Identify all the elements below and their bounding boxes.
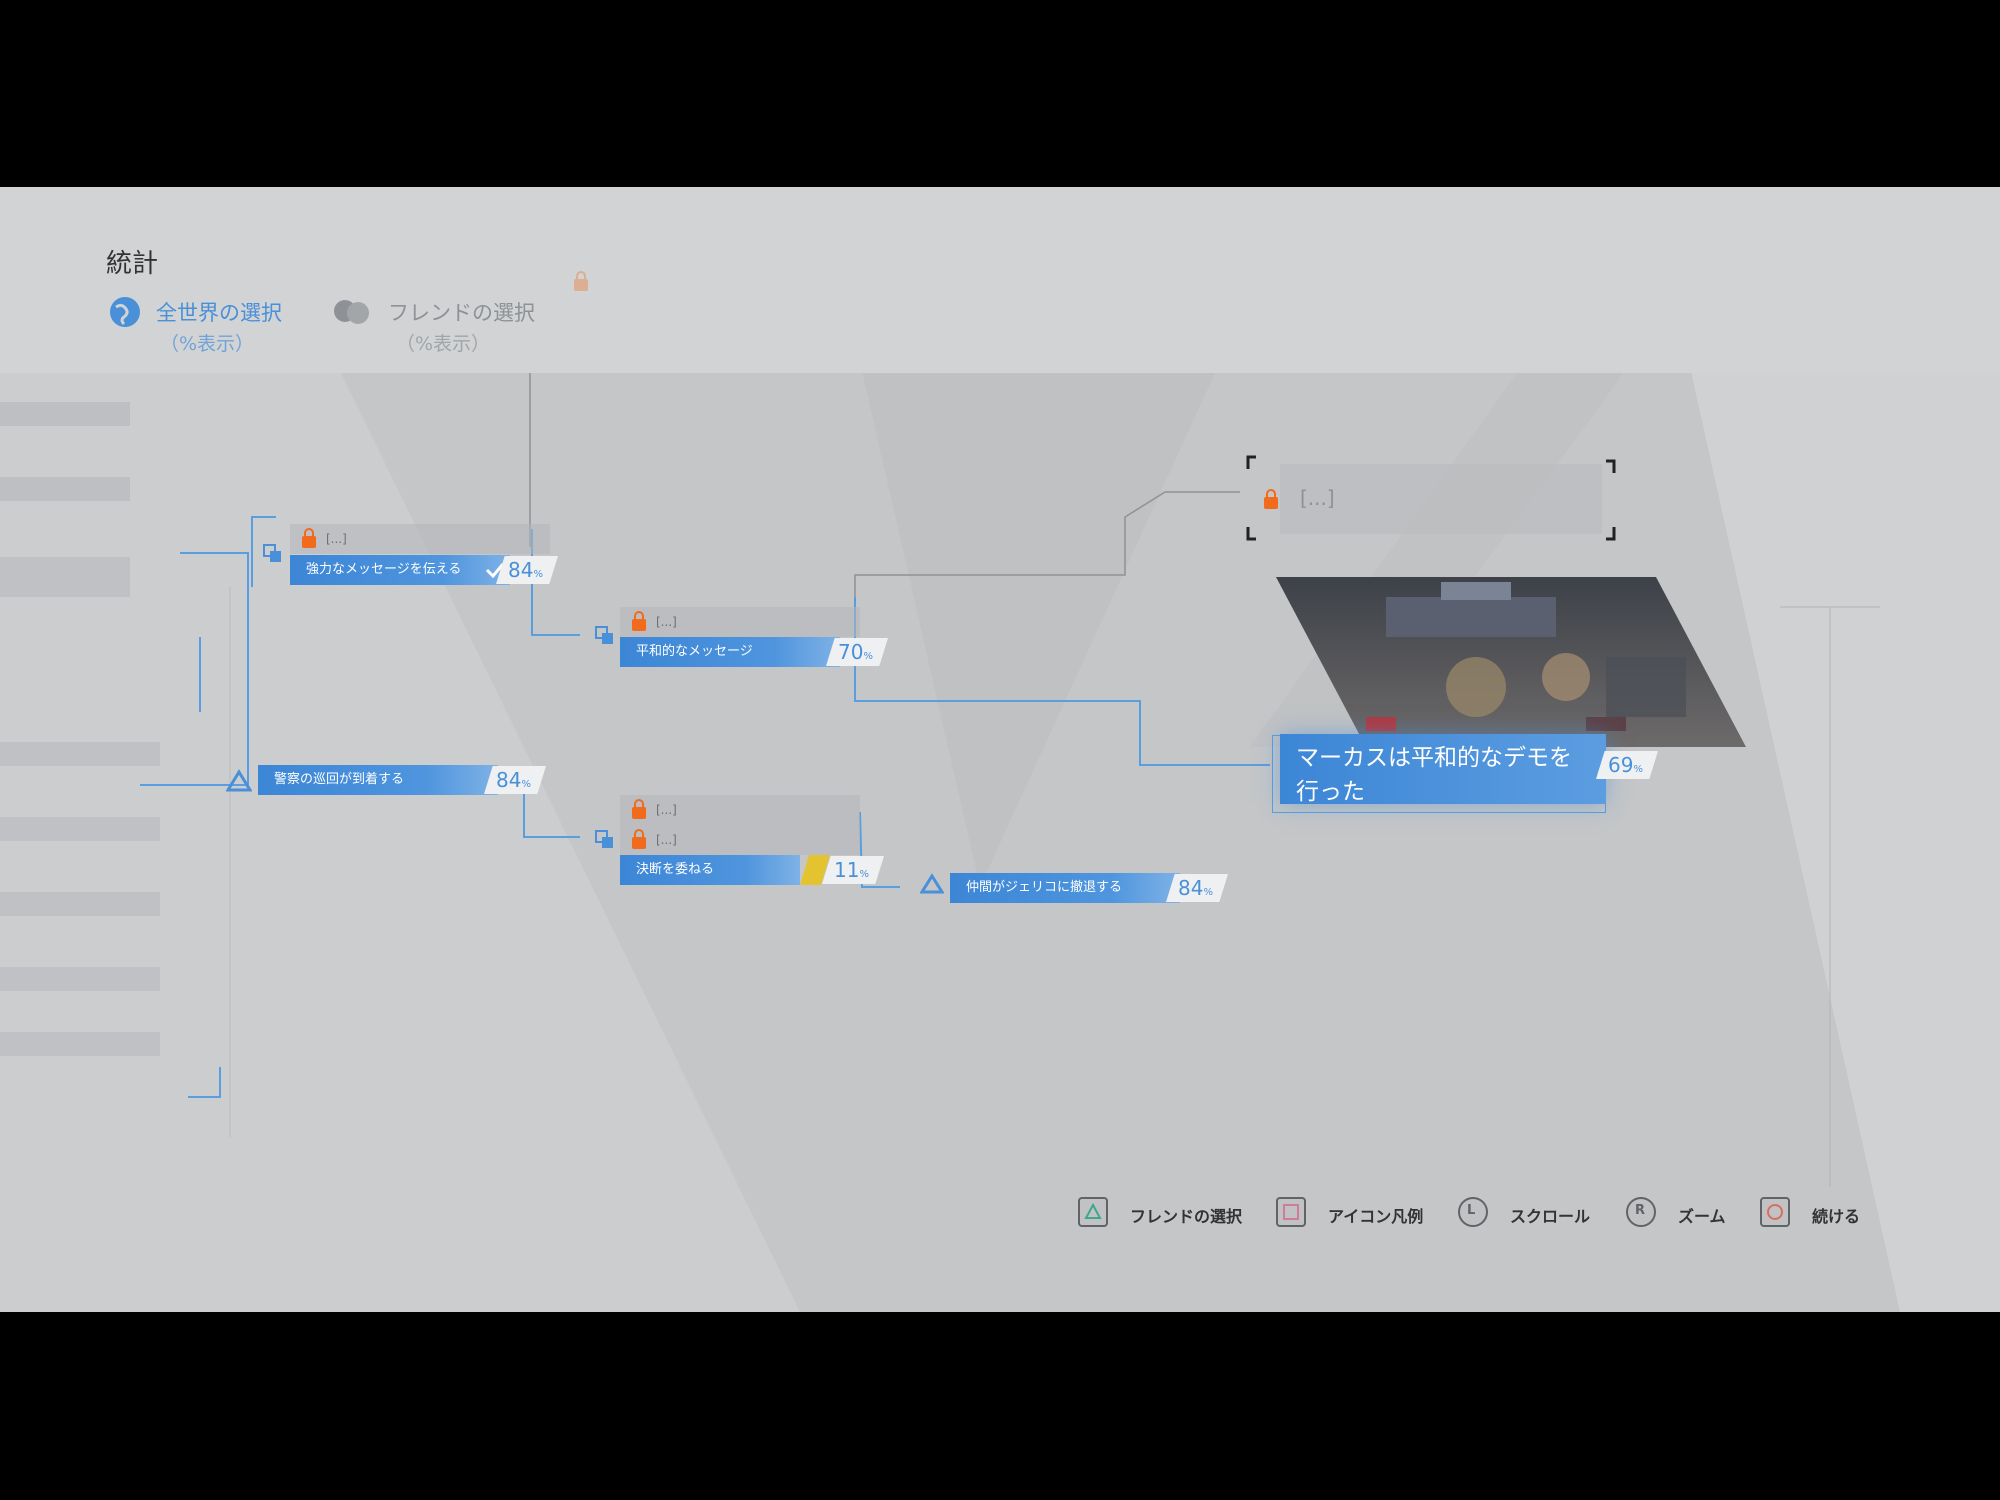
percent-entrust-decision: 11% xyxy=(822,856,884,884)
percent-strong-message: 84% xyxy=(496,556,558,584)
node-police-patrol-label: 警察の巡回が到着する xyxy=(274,772,405,787)
node-police-patrol[interactable]: 警察の巡回が到着する xyxy=(258,765,498,795)
page-title: 統計 xyxy=(106,249,159,279)
locked-node-row: [...] xyxy=(620,825,860,855)
node-marcus-demo-line1: マーカスは平和的なデモを xyxy=(1296,745,1572,771)
tab-world-choices[interactable]: 全世界の選択 （%表示） xyxy=(108,295,282,355)
node-jericho-escape-label: 仲間がジェリコに撤退する xyxy=(966,880,1123,895)
locked-node-row: [...] xyxy=(290,524,550,554)
locked-node-row: [...] xyxy=(620,795,860,825)
friends-icon xyxy=(334,300,369,324)
control-friend-choices-label: フレンドの選択 xyxy=(1130,1207,1243,1226)
control-continue-label: 続ける xyxy=(1812,1207,1861,1226)
locked-text: [...] xyxy=(1300,486,1335,510)
lock-icon xyxy=(632,829,646,849)
lock-icon xyxy=(632,799,646,819)
l-stick-icon: L xyxy=(1458,1197,1488,1227)
locked-text: [...] xyxy=(656,615,677,629)
locked-header-node xyxy=(564,253,960,333)
node-marcus-demo[interactable]: マーカスは平和的なデモを 行った xyxy=(1280,734,1606,805)
node-jericho-escape[interactable]: 仲間がジェリコに撤退する xyxy=(950,873,1180,903)
control-icon-legend-label: アイコン凡例 xyxy=(1328,1207,1424,1226)
node-entrust-decision[interactable]: 決断を委ねる xyxy=(620,855,800,885)
percent-jericho-escape: 84% xyxy=(1166,874,1228,902)
locked-text: [...] xyxy=(656,803,677,817)
control-scroll-label: スクロール xyxy=(1510,1207,1591,1226)
tab-friend-sub: （%表示） xyxy=(396,333,491,355)
multi-choice-icon xyxy=(595,830,613,848)
triangle-node-icon xyxy=(226,769,252,792)
percent-peaceful-message: 70% xyxy=(826,638,888,666)
globe-icon xyxy=(110,297,140,327)
tab-world-label: 全世界の選択 xyxy=(156,301,282,325)
tab-friend-label: フレンドの選択 xyxy=(388,301,535,325)
node-peaceful-message-label: 平和的なメッセージ xyxy=(636,644,753,659)
node-marcus-demo-line2: 行った xyxy=(1296,779,1365,805)
checkmark-icon xyxy=(485,563,505,579)
percent-marcus-demo: 69% xyxy=(1596,751,1658,779)
node-strong-message-label: 強力なメッセージを伝える xyxy=(306,562,462,577)
multi-choice-icon xyxy=(595,626,613,644)
circle-button-icon xyxy=(1760,1197,1790,1227)
node-peaceful-message[interactable]: 平和的なメッセージ xyxy=(620,637,840,667)
node-strong-message[interactable]: 強力なメッセージを伝える xyxy=(290,555,510,585)
locked-text: [...] xyxy=(656,833,677,847)
tab-friend-choices[interactable]: フレンドの選択 （%表示） xyxy=(332,295,535,355)
controls-bar: フレンドの選択 アイコン凡例 L スクロール R ズーム 続ける xyxy=(1078,1197,1958,1233)
control-zoom-label: ズーム xyxy=(1678,1207,1726,1226)
square-button-icon xyxy=(1276,1197,1306,1227)
lock-icon xyxy=(302,528,316,548)
locked-text: [...] xyxy=(326,532,347,546)
scene-thumbnail xyxy=(1276,577,1746,747)
lock-icon xyxy=(632,611,646,631)
flowchart-stage: 統計 全世界の選択 （%表示） フレンドの選択 （%表示） [...] xyxy=(0,187,2000,1312)
locked-node-top-right: [...] xyxy=(1264,464,1602,534)
r-stick-icon: R xyxy=(1626,1197,1656,1227)
node-entrust-decision-label: 決断を委ねる xyxy=(636,862,715,877)
lock-icon xyxy=(1264,489,1278,509)
locked-node-row: [...] xyxy=(620,607,860,637)
triangle-button-icon xyxy=(1078,1197,1108,1227)
triangle-node-icon xyxy=(920,873,944,894)
multi-choice-icon xyxy=(263,544,281,562)
lock-icon xyxy=(574,271,588,291)
tab-world-sub: （%表示） xyxy=(160,333,255,355)
percent-police-patrol: 84% xyxy=(484,766,546,794)
header-band: 統計 全世界の選択 （%表示） フレンドの選択 （%表示） xyxy=(0,187,2000,373)
